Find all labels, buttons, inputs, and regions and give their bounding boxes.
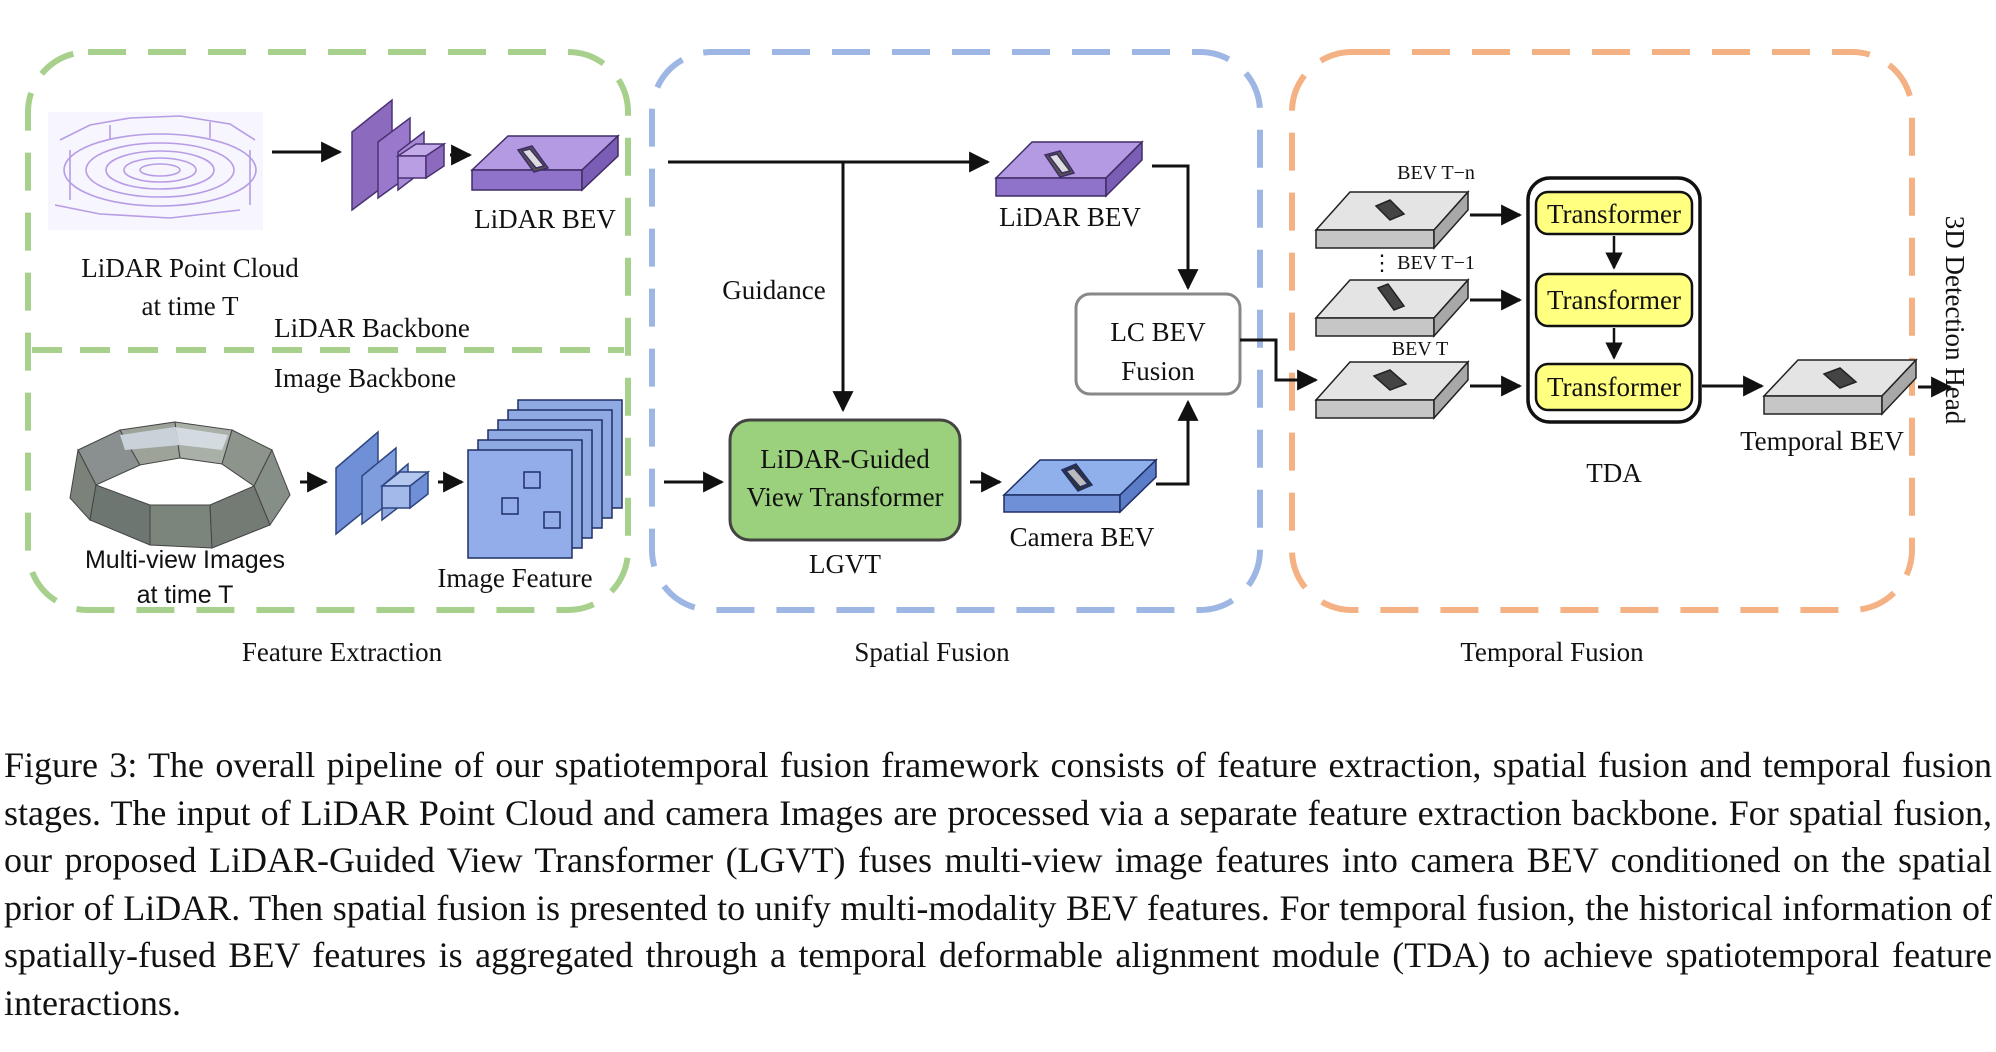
lidar-bev-slab-2 [994,140,1144,198]
stage-label-feature-extraction: Feature Extraction [242,637,443,667]
transformer-label-2: Transformer [1547,285,1681,315]
image-backbone-icon [335,430,431,536]
transformer-box-3 [1534,362,1694,412]
lidar-bev-label-1: LiDAR BEV [474,204,616,234]
lidar-bev-label-2: LiDAR BEV [999,202,1141,232]
bev-t-n-slab [1314,190,1470,250]
lidar-point-cloud-label-1: LiDAR Point Cloud [81,253,299,283]
lgvt-caption: LGVT [809,549,881,579]
guidance-label: Guidance [722,275,825,305]
transformer-box-2 [1534,272,1694,328]
bev-t-1-label: BEV T−1 [1397,252,1475,274]
stage-label-temporal-fusion: Temporal Fusion [1460,637,1644,667]
arrow-fusion-to-temporal [1240,338,1319,391]
temporal-fusion-box [1289,49,1915,613]
image-feature-stack [467,399,623,559]
stage-label-spatial-fusion: Spatial Fusion [854,637,1010,667]
lidar-backbone-label: LiDAR Backbone [274,313,470,343]
temporal-bev-slab [1762,358,1918,416]
pipeline-diagram: LiDAR Point Cloud at time T LiDAR Backbo… [25,49,1970,667]
lidar-backbone-icon [351,98,447,212]
arrow-camera-bev-to-fusion [1156,399,1199,486]
arrow-lidar-bev-to-fusion [1152,164,1199,291]
tda-label: TDA [1586,458,1642,488]
multiview-label-1: Multi-view Images [85,546,285,574]
transformer-label-1: Transformer [1547,199,1681,229]
lgvt-label-2: View Transformer [746,482,943,512]
camera-bev-label: Camera BEV [1010,522,1155,552]
bev-t-1-slab [1314,278,1470,338]
bev-t-label: BEV T [1392,338,1449,360]
bev-t-n-label: BEV T−n [1397,162,1475,184]
image-feature-label: Image Feature [437,563,592,593]
lgvt-box [728,418,962,542]
figure-caption: Figure 3: The overall pipeline of our sp… [4,745,1992,1023]
feature-extraction-box [25,49,631,613]
lc-bev-fusion-box [1074,292,1242,396]
detection-head-label: 3D Detection Head [1940,216,1970,425]
image-backbone-label: Image Backbone [274,363,456,393]
transformer-box-1 [1534,190,1694,236]
multiview-label-2: at time T [137,581,234,609]
camera-bev-slab [1002,458,1158,514]
transformer-label-3: Transformer [1547,372,1681,402]
lgvt-label-1: LiDAR-Guided [760,444,930,474]
bev-dots: ⋮ [1371,250,1393,275]
temporal-bev-label: Temporal BEV [1740,426,1904,456]
spatial-fusion-box [649,49,1263,613]
bev-t-slab [1314,360,1470,420]
lc-bev-fusion-label-2: Fusion [1121,356,1195,386]
lidar-bev-slab-1 [470,134,620,192]
lidar-point-cloud-label-2: at time T [142,291,239,321]
lidar-point-cloud-image [48,112,263,230]
multiview-images [69,421,291,549]
lc-bev-fusion-label-1: LC BEV [1110,317,1206,347]
